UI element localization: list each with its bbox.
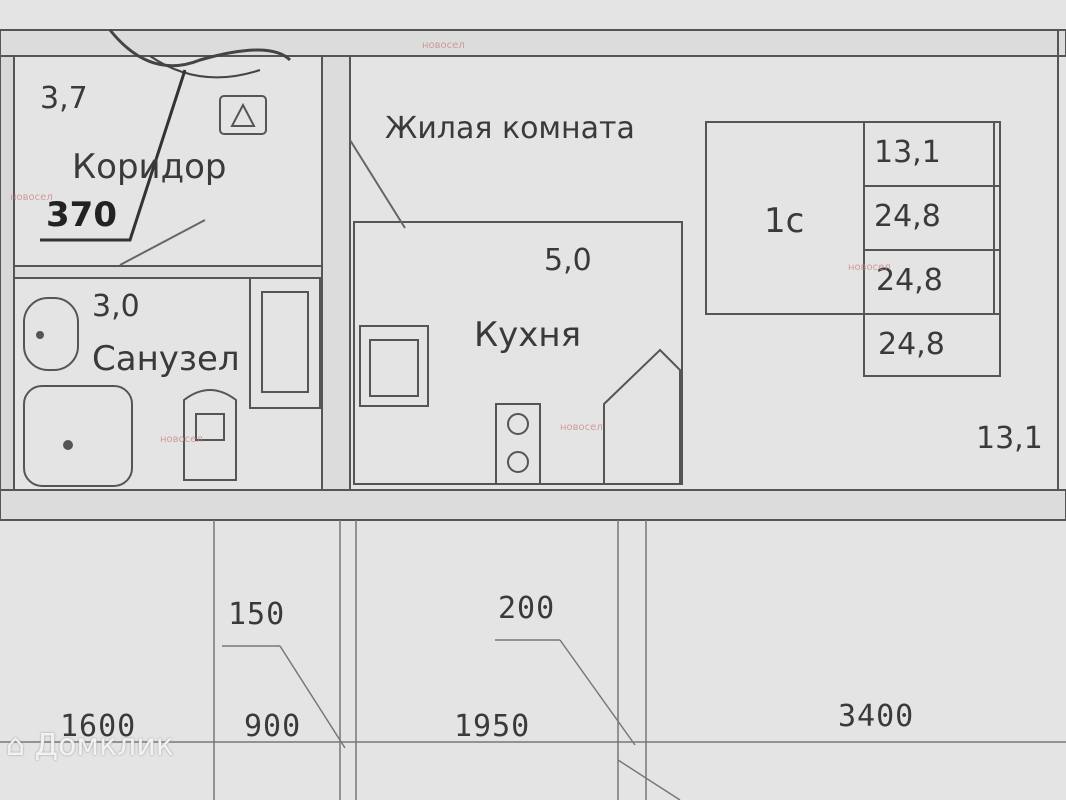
corridor-name: Коридор (72, 147, 227, 187)
partition-corridor (321, 55, 351, 491)
watermark-logo: новосел (160, 434, 203, 445)
corridor-leader (40, 69, 187, 242)
dimension-label: 900 (244, 709, 302, 744)
dimension-label: 200 (498, 591, 556, 626)
sink-icon (23, 297, 79, 371)
watermark-logo: новосел (848, 262, 891, 273)
brand-watermark: ⌂ Домклик (6, 728, 174, 763)
washing-machine-icon (249, 277, 321, 409)
partition-bathroom-top (13, 265, 323, 279)
bathroom-name: Санузел (92, 339, 240, 379)
kitchen-area: 5,0 (544, 243, 592, 278)
outer-wall-top (0, 29, 1066, 57)
shower-tray-icon (23, 385, 133, 487)
legend-value: 24,8 (874, 199, 941, 234)
watermark-logo: новосел (560, 422, 603, 433)
corridor-area: 3,7 (40, 81, 88, 116)
vent-icon (219, 95, 267, 135)
left-wall (0, 55, 15, 491)
kitchen-name: Кухня (474, 315, 582, 355)
legend-type-label: 1с (764, 201, 805, 241)
fridge-icon (603, 348, 681, 485)
legend-value: 13,1 (874, 135, 941, 170)
toilet-icon (183, 389, 237, 481)
door-arc (108, 29, 292, 68)
house-icon: ⌂ (6, 728, 26, 763)
dimension-label: 150 (228, 597, 286, 632)
dimension-label: 1950 (454, 709, 531, 744)
watermark-logo: новосел (422, 40, 465, 51)
brand-name: Домклик (34, 728, 174, 763)
legend-box (705, 121, 995, 315)
corridor-dimension: 370 (46, 195, 117, 235)
outer-wall-bottom (0, 489, 1066, 521)
sink-kitchen-icon (359, 325, 429, 407)
living-room-name: Жилая комната (385, 111, 635, 146)
bathroom-area: 3,0 (92, 289, 140, 324)
legend-value: 24,8 (876, 263, 943, 298)
legend-value: 24,8 (878, 327, 945, 362)
dimension-label: 3400 (838, 699, 915, 734)
stove-icon (495, 403, 541, 485)
watermark-logo: новосел (10, 192, 53, 203)
dimension-label: 1600 (60, 709, 137, 744)
right-area-value: 13,1 (976, 421, 1043, 456)
